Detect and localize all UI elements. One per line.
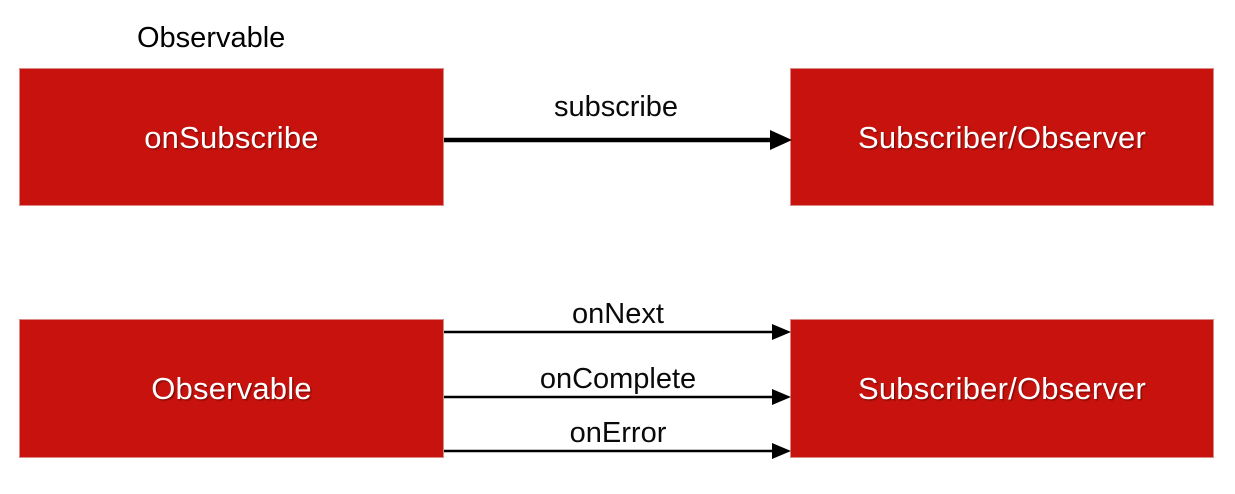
observable-box-bottom-label: Observable — [151, 371, 312, 406]
arrow-label-onerror: onError — [569, 417, 667, 449]
subscriber-observer-box-bottom[interactable]: Subscriber/Observer — [790, 319, 1214, 458]
subscriber-observer-box-top[interactable]: Subscriber/Observer — [790, 68, 1214, 206]
observable-onsubscribe-box[interactable]: onSubscribe — [19, 68, 444, 206]
arrow-label-onnext: onNext — [572, 298, 664, 330]
arrow-subscribe-icon — [444, 130, 792, 150]
observable-box-bottom[interactable]: Observable — [19, 319, 444, 458]
observable-onsubscribe-box-label: onSubscribe — [144, 119, 319, 155]
arrow-label-oncomplete: onComplete — [539, 363, 697, 395]
subscriber-observer-box-top-label: Subscriber/Observer — [857, 119, 1147, 155]
subscriber-observer-box-bottom-label: Subscriber/Observer — [857, 371, 1147, 406]
observable-caption-label: Observable — [137, 22, 286, 54]
arrow-label-subscribe: subscribe — [553, 91, 679, 123]
